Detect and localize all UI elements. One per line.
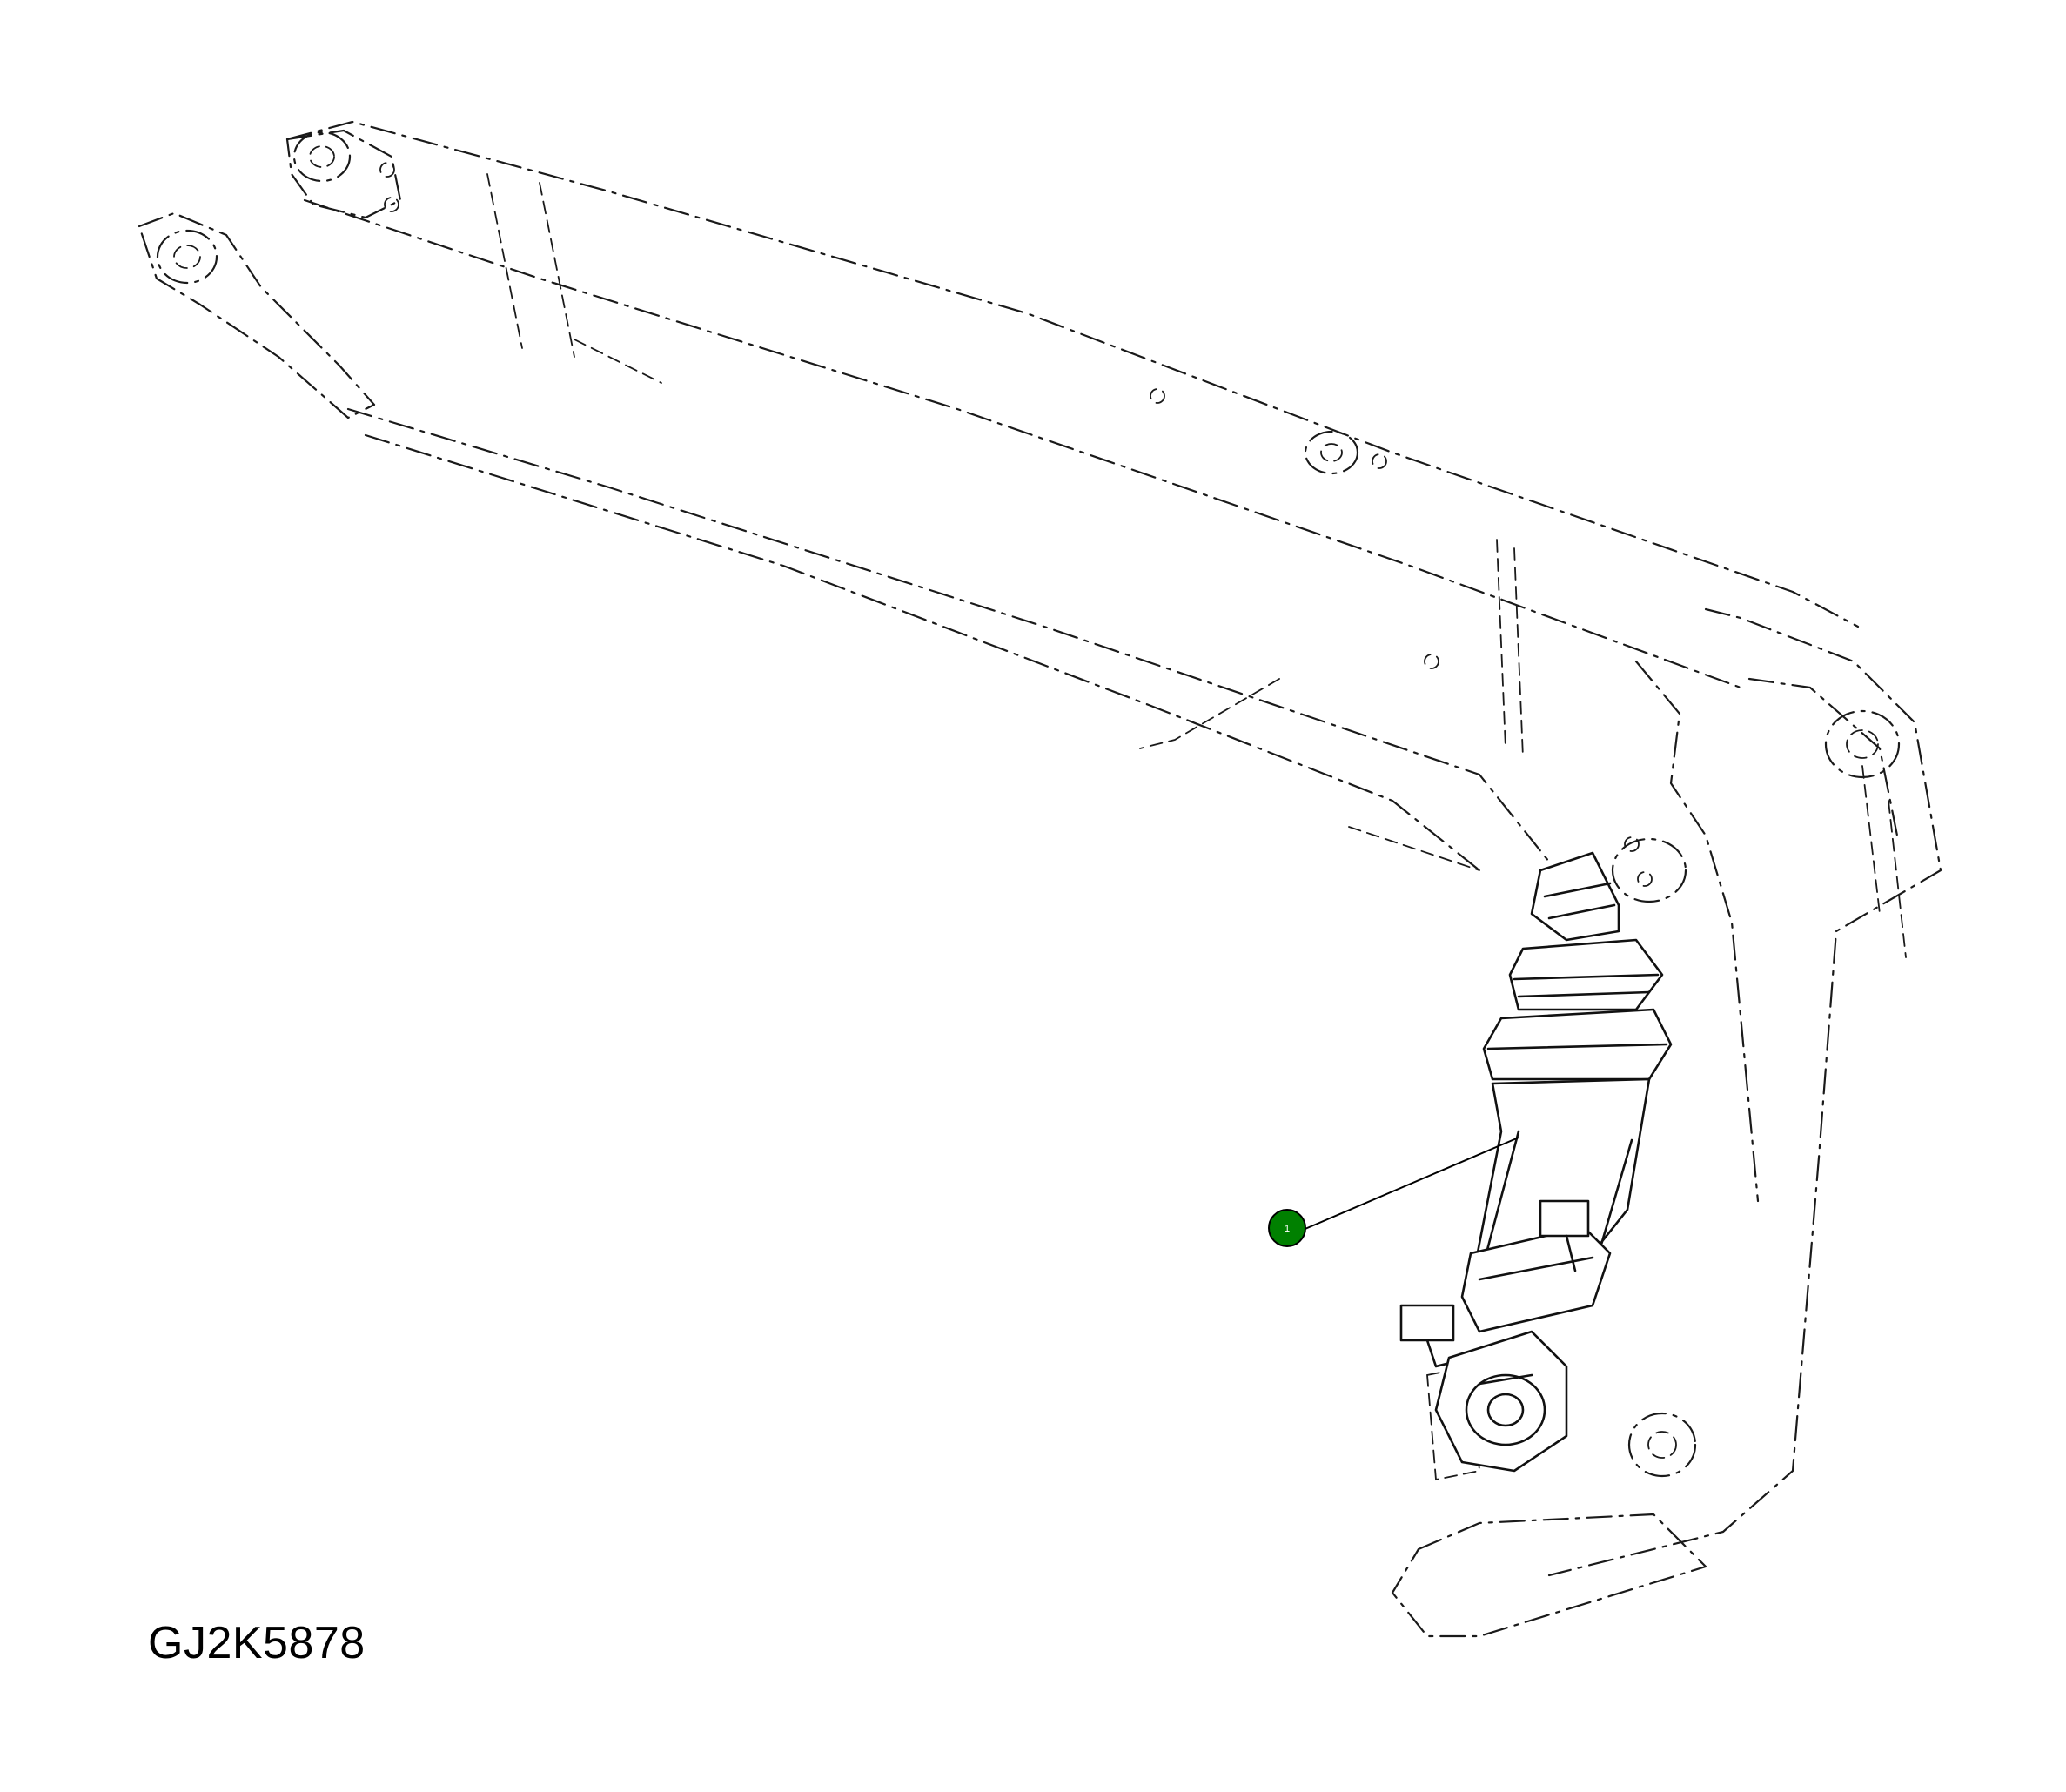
callout-leader-line (1300, 1137, 1519, 1232)
hydraulic-cylinder (1399, 851, 1673, 1473)
callout-marker-1[interactable] (1268, 1209, 1306, 1247)
callout-1[interactable]: 1 (1268, 1137, 1519, 1247)
boom-arm-outline (138, 120, 1942, 1638)
callout-number-1[interactable]: 1 (1285, 1224, 1290, 1234)
figure-id-label: GJ2K5878 (148, 1618, 366, 1668)
